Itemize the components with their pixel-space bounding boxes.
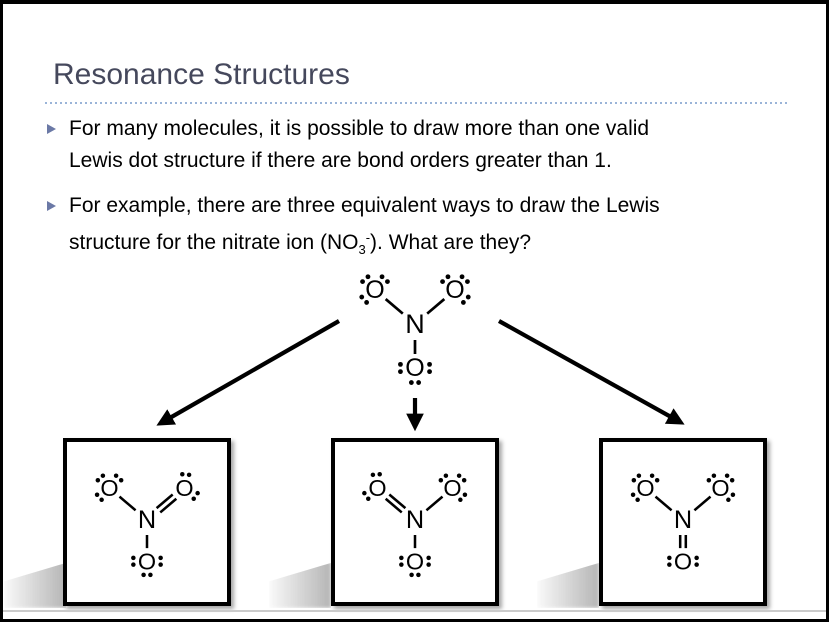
svg-text:N: N <box>138 506 156 534</box>
bullet-triangle-icon <box>47 124 56 134</box>
lewis-structure-drawing: O O ON <box>630 473 736 574</box>
bullet-1-line-1: For many molecules, it is possible to dr… <box>69 117 650 140</box>
slide-title: Resonance Structures <box>53 58 350 91</box>
formula-subscript: 3 <box>358 242 366 257</box>
svg-text:O: O <box>445 276 464 304</box>
title-dotted-divider <box>45 102 788 104</box>
svg-text:N: N <box>406 506 424 534</box>
right-arrow <box>497 319 685 425</box>
bullet-triangle-icon <box>47 201 56 211</box>
svg-text:N: N <box>674 506 692 534</box>
svg-text:O: O <box>365 276 384 304</box>
bullet-1-line-2: Lewis dot structure if there are bond or… <box>69 149 612 172</box>
bullet-list: For many molecules, it is possible to dr… <box>47 113 660 279</box>
bottom-divider <box>3 610 826 612</box>
svg-text:N: N <box>405 309 425 339</box>
svg-text:O: O <box>100 475 118 501</box>
svg-text:O: O <box>636 475 654 501</box>
svg-text:O: O <box>443 475 461 501</box>
lewis-structure-drawing: O O ON <box>359 274 471 385</box>
svg-text:O: O <box>674 548 692 574</box>
bullet-2-line-1: For example, there are three equivalent … <box>69 194 660 217</box>
resonance-arrows <box>156 319 685 432</box>
svg-text:O: O <box>175 475 193 501</box>
formula-superscript: - <box>365 230 371 245</box>
formula-pre: structure for the nitrate ion (NO <box>69 231 359 254</box>
left-arrow <box>156 319 341 426</box>
bullet-item-2: For example, there are three equivalent … <box>47 190 660 266</box>
bullet-text-1: For many molecules, it is possible to dr… <box>69 113 649 177</box>
svg-text:O: O <box>368 475 386 501</box>
lewis-structure-drawing: O O ON <box>94 471 200 578</box>
svg-text:O: O <box>405 354 424 382</box>
svg-text:O: O <box>711 475 729 501</box>
lewis-structure-drawing: O O ON <box>362 471 468 578</box>
formula-post: ). What are they? <box>370 231 532 254</box>
bullet-text-2: For example, there are three equivalent … <box>69 190 660 266</box>
bullet-item-1: For many molecules, it is possible to dr… <box>47 113 660 177</box>
svg-text:O: O <box>406 548 424 574</box>
svg-text:O: O <box>138 548 156 574</box>
bullet-2-line-2: structure for the nitrate ion (NO3-). Wh… <box>69 222 660 266</box>
slide: Resonance Structures For many molecules,… <box>3 4 826 619</box>
